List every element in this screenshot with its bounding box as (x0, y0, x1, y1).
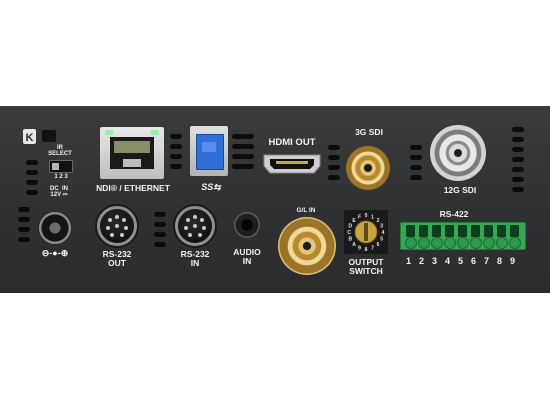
rs422-pin-number: 6 (471, 256, 477, 266)
dc-power-jack[interactable] (38, 211, 72, 245)
dc-in-label: DC IN 12V ⎓ (50, 186, 68, 199)
terminal-screw[interactable] (405, 237, 417, 249)
terminal-screw[interactable] (457, 237, 469, 249)
rs422-pin-number: 3 (432, 256, 438, 266)
rs422-label: RS-422 (439, 209, 469, 219)
ir-select-switch[interactable] (49, 160, 73, 173)
svg-text:K: K (26, 132, 34, 144)
rotary-digit: 3 (380, 224, 383, 230)
ir-select-label: IR SELECT (48, 145, 72, 158)
terminal-slot[interactable] (484, 225, 493, 237)
rs232-in-connector[interactable] (175, 206, 215, 246)
terminal-screw[interactable] (483, 237, 495, 249)
ndi-ethernet-label: NDI® / ETHERNET (96, 183, 170, 193)
rs232-out-connector[interactable] (97, 206, 137, 246)
rotary-digit: 6 (377, 242, 380, 248)
rs422-pin-number: 2 (419, 256, 425, 266)
rotary-digit: 1 (371, 214, 374, 220)
terminal-slot[interactable] (406, 225, 415, 237)
terminal-slot[interactable] (432, 225, 441, 237)
terminal-screw[interactable] (496, 237, 508, 249)
rotary-digit: E (352, 218, 356, 224)
bnc-12g-sdi-connector[interactable] (430, 125, 486, 181)
terminal-slot[interactable] (497, 225, 506, 237)
terminal-slot[interactable] (419, 225, 428, 237)
usb-label: SS⇆ (201, 182, 221, 192)
rs422-terminal-block[interactable] (400, 222, 526, 250)
hdmi-port[interactable] (262, 152, 322, 176)
output-switch-label: OUTPUT SWITCH (348, 257, 384, 276)
terminal-screw[interactable] (470, 237, 482, 249)
polarity-symbol: ⊖-●-⊕ (41, 248, 69, 258)
rs422-pin-number: 4 (445, 256, 451, 266)
ethernet-port[interactable] (100, 127, 164, 179)
terminal-screw[interactable] (418, 237, 430, 249)
terminal-screw[interactable] (509, 237, 521, 249)
audio-in-jack[interactable] (234, 212, 260, 238)
rotary-digit: F (358, 214, 361, 220)
rotary-digit: 2 (377, 218, 380, 224)
bnc-gl-in-connector[interactable] (278, 217, 336, 275)
rs422-pin-number: 9 (510, 256, 516, 266)
kensington-slot[interactable] (42, 130, 56, 142)
terminal-slot[interactable] (458, 225, 467, 237)
rs422-pin-number: 7 (484, 256, 490, 266)
3g-sdi-label: 3G SDI (355, 127, 383, 137)
rs422-pin-number: 8 (497, 256, 503, 266)
ir-positions-label: 1 2 3 (54, 174, 68, 180)
rs422-pin-number: 1 (406, 256, 412, 266)
terminal-slot[interactable] (510, 225, 519, 237)
rotary-digit: 8 (365, 247, 368, 253)
rotary-digit: 5 (380, 237, 383, 243)
rotary-digit: B (348, 237, 352, 243)
kensington-lock-icon: K (23, 129, 36, 144)
rotary-digit: 0 (365, 213, 368, 219)
rs422-pin-number: 5 (458, 256, 464, 266)
rs232-in-label: RS-232 IN (180, 249, 210, 268)
rotary-digit: C (347, 230, 351, 236)
gl-in-label: G/L IN (296, 207, 316, 214)
bnc-3g-sdi-connector[interactable] (346, 146, 390, 190)
hdmi-out-label: HDMI OUT (268, 137, 316, 148)
rotary-digit: 7 (371, 246, 374, 252)
usb3-port[interactable] (190, 126, 228, 176)
12g-sdi-label: 12G SDI (443, 185, 477, 195)
rs232-out-label: RS-232 OUT (102, 249, 132, 268)
rotary-digit: A (352, 242, 356, 248)
terminal-slot[interactable] (445, 225, 454, 237)
rotary-digit: D (348, 224, 352, 230)
terminal-screw[interactable] (444, 237, 456, 249)
rotary-digit: 9 (358, 246, 361, 252)
rotary-digit: 4 (382, 230, 385, 236)
terminal-slot[interactable] (471, 225, 480, 237)
audio-in-label: AUDIO IN (233, 247, 261, 266)
terminal-screw[interactable] (431, 237, 443, 249)
